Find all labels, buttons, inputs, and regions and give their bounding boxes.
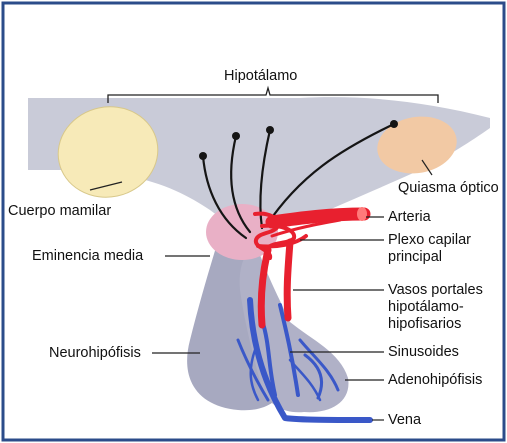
label-arteria: Arteria bbox=[388, 209, 431, 226]
label-hipotalamo: Hipotálamo bbox=[224, 68, 297, 85]
label-vena: Vena bbox=[388, 412, 421, 429]
label-eminencia-media: Eminencia media bbox=[32, 248, 143, 265]
label-adenohipofisis: Adenohipófisis bbox=[388, 372, 482, 389]
label-quiasma-optico: Quiasma óptico bbox=[398, 180, 499, 197]
label-sinusoides: Sinusoides bbox=[388, 344, 459, 361]
label-neurohipofisis: Neurohipófisis bbox=[49, 345, 141, 362]
label-vasos-portales: Vasos portales hipotálamo-hipofisarios bbox=[388, 282, 506, 333]
label-plexo-capilar: Plexo capilar principal bbox=[388, 232, 498, 266]
label-cuerpo-mamilar: Cuerpo mamilar bbox=[8, 203, 111, 220]
artery-stump bbox=[357, 207, 367, 221]
